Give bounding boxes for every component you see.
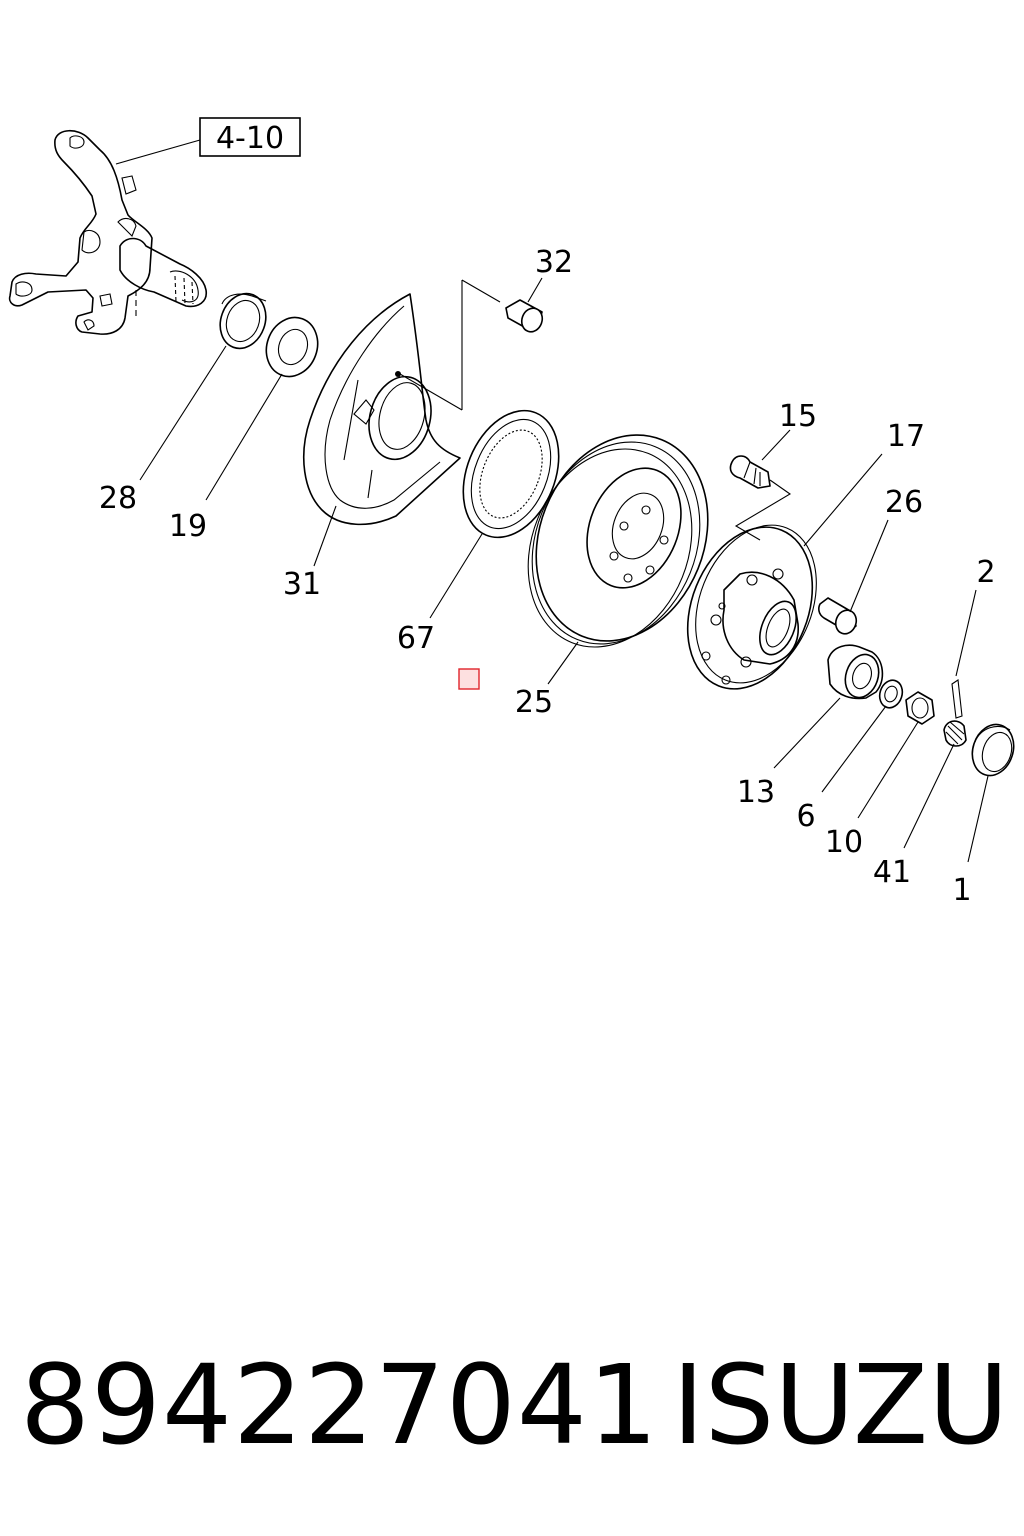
footer: 894227041 ISUZU [0,1340,1024,1480]
cotter-pin-2 [951,679,963,719]
highlight-marker [458,668,480,690]
part-number: 894227041 [20,1341,659,1469]
washer-6 [878,679,904,709]
nut-10 [905,691,935,725]
callout-26: 26 [885,485,923,520]
bolt-32 [399,279,544,411]
seal-28 [219,292,267,350]
callout-15: 15 [779,399,817,434]
callout-10: 10 [825,825,863,860]
brake-disc-25 [527,434,709,648]
callout-17: 17 [887,419,925,454]
callout-28: 28 [99,481,137,516]
dust-shield-31 [303,293,461,526]
brand-name: ISUZU [672,1341,1009,1469]
leader-lines [139,277,989,863]
bearing-67 [462,409,560,539]
reference-box-label: 4-10 [216,121,284,156]
callout-41: 41 [873,855,911,890]
callout-32: 32 [535,245,573,280]
callout-6: 6 [796,799,815,834]
bolt-15 [729,455,792,541]
lock-cap-41 [943,720,967,747]
steering-knuckle [8,129,208,335]
bearing-19 [265,316,319,378]
hub-17 [686,524,817,690]
callout-labels: 32 15 17 26 28 19 31 67 25 2 13 6 10 41 … [99,245,996,908]
callout-19: 19 [169,509,207,544]
bearing-13 [827,644,884,700]
callout-2: 2 [976,555,995,590]
callout-31: 31 [283,567,321,602]
callout-67: 67 [397,621,435,656]
hub-cap-1 [971,723,1015,777]
callout-1: 1 [952,873,971,908]
reference-box: 4-10 [115,117,301,165]
bolt-26 [818,597,858,635]
callout-25: 25 [515,685,553,720]
callout-13: 13 [737,775,775,810]
